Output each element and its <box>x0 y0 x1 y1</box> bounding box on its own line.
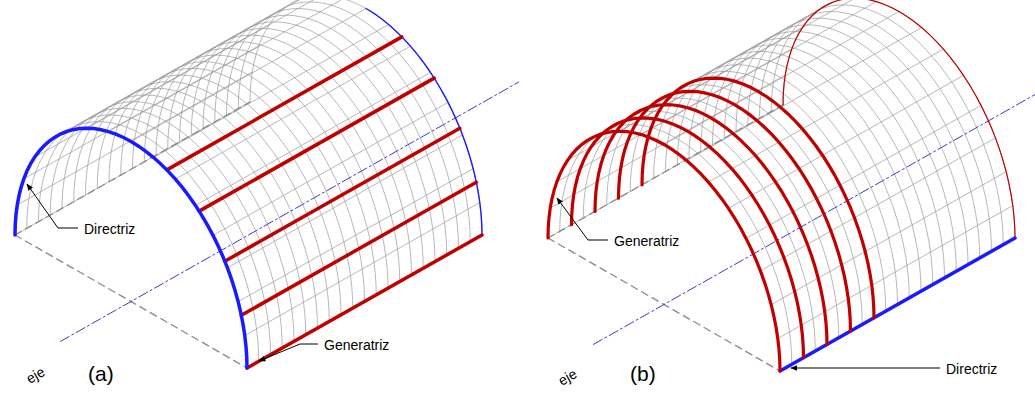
label-box: (a) <box>86 362 116 386</box>
label-box: eje <box>553 364 582 391</box>
mesh-line <box>620 0 855 131</box>
mesh-line <box>771 5 1003 245</box>
generatrix-curve <box>595 105 827 345</box>
label-box: Directriz <box>82 220 137 238</box>
mesh-line <box>245 203 480 336</box>
label-text: Directriz <box>82 221 137 238</box>
label-box: Generatriz <box>612 232 681 250</box>
axis-line <box>61 82 519 341</box>
label-text: eje <box>554 364 582 390</box>
label-text: eje <box>22 362 50 388</box>
mesh-line <box>15 102 250 235</box>
generatrix-line <box>241 182 476 315</box>
mesh-line <box>760 138 995 271</box>
label-text: Generatriz <box>322 337 391 354</box>
mesh-line <box>746 105 981 238</box>
mesh-line <box>131 9 366 142</box>
hidden-edge <box>15 102 250 235</box>
directrix-line <box>780 238 1015 371</box>
mesh-line <box>227 135 462 268</box>
generatrix-curve <box>619 91 851 331</box>
directrix-curve <box>15 128 247 368</box>
mesh-line <box>195 72 430 205</box>
mesh-line <box>687 28 922 161</box>
leader-line <box>791 368 940 369</box>
leader-line <box>27 184 78 228</box>
generatrix-curve <box>572 118 804 358</box>
generatrix-line <box>167 37 402 170</box>
panel-label: (a) <box>86 362 116 386</box>
axis-line <box>594 72 1035 345</box>
leader-line <box>557 198 608 240</box>
label-box: Directriz <box>944 360 999 378</box>
mesh-line <box>664 12 899 145</box>
leader-group <box>27 184 940 368</box>
generatrix-line <box>199 78 434 211</box>
mesh-line <box>557 49 792 182</box>
mesh-line <box>108 0 343 132</box>
mesh-line <box>24 46 259 179</box>
generatrix-curve <box>642 78 874 318</box>
label-text: Directriz <box>944 361 999 378</box>
label-text: Generatriz <box>612 233 681 250</box>
directrix-curve <box>366 9 482 236</box>
generatrix-curve <box>548 131 780 371</box>
panel-label: (b) <box>628 362 658 386</box>
mesh-line <box>247 235 482 368</box>
leader-line <box>259 344 318 361</box>
mesh-line <box>548 105 783 238</box>
label-box: eje <box>21 362 50 389</box>
mesh-line <box>780 238 1015 371</box>
wireframe-group <box>15 0 1035 371</box>
mesh-line <box>641 2 876 135</box>
label-box: (b) <box>628 362 658 386</box>
mesh-line <box>87 0 322 128</box>
generatrix-line <box>247 235 482 368</box>
mesh-line <box>154 25 389 158</box>
label-box: Generatriz <box>322 336 391 354</box>
hidden-edge <box>548 105 783 238</box>
generatrix-line <box>225 128 460 261</box>
mesh-line <box>778 206 1013 339</box>
